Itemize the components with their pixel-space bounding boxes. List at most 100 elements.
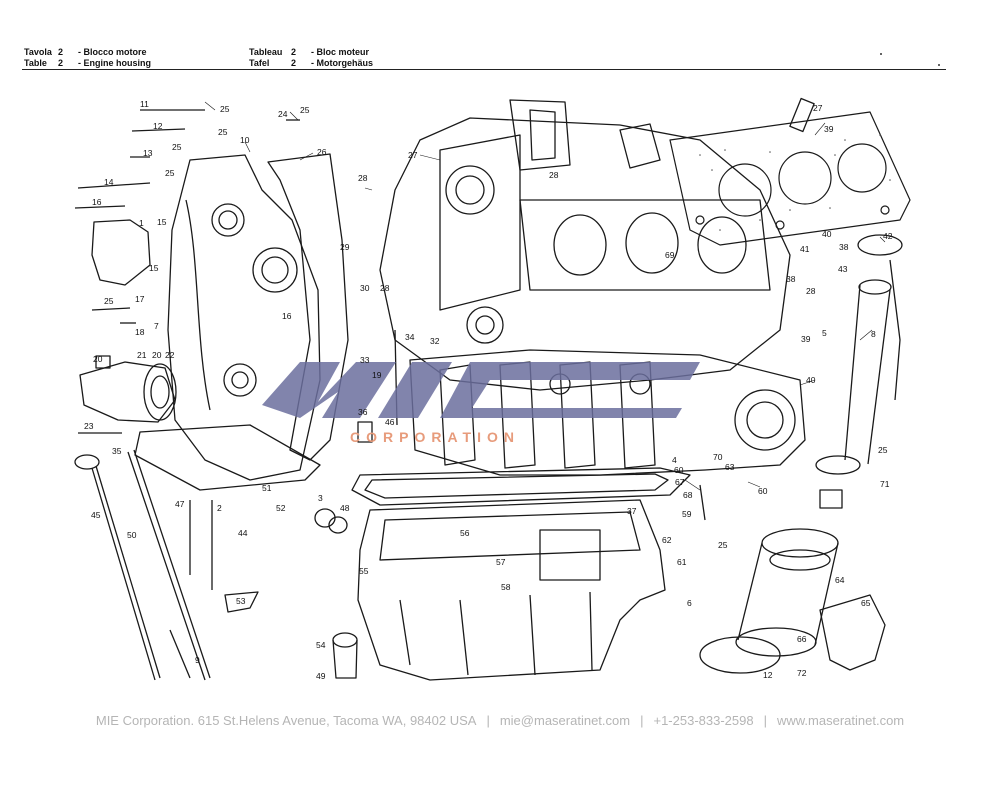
- callout-34: 34: [405, 332, 415, 342]
- callout-69: 69: [665, 250, 675, 260]
- callout-8: 8: [871, 329, 876, 339]
- scan-dot: [880, 53, 882, 55]
- gasket-texture: [699, 134, 891, 231]
- callout-11: 11: [140, 99, 149, 109]
- callout-25: 25: [172, 142, 182, 152]
- callout-57: 57: [496, 557, 506, 567]
- callout-66: 66: [797, 634, 807, 644]
- oil-pan: [357, 499, 666, 681]
- callout-4: 4: [672, 455, 677, 465]
- callout-68: 68: [683, 490, 693, 500]
- callout-45: 45: [91, 510, 101, 520]
- callout-21: 21: [137, 350, 147, 360]
- header-row-de: Tafel 2 - Motorgehäus: [249, 58, 373, 68]
- callout-37: 37: [627, 506, 637, 516]
- callout-28: 28: [380, 283, 390, 293]
- callout-44: 44: [238, 528, 248, 538]
- callout-51: 51: [262, 483, 272, 493]
- callout-64: 64: [835, 575, 845, 585]
- callout-70: 70: [713, 452, 723, 462]
- callout-48: 48: [340, 503, 350, 513]
- callout-60: 60: [758, 486, 768, 496]
- callout-40: 40: [806, 375, 816, 385]
- callout-25: 25: [104, 296, 114, 306]
- header-right: Tableau 2 - Bloc moteur Tafel 2 - Motorg…: [249, 47, 373, 69]
- callout-28: 28: [549, 170, 559, 180]
- callout-42: 42: [883, 231, 893, 241]
- callout-30: 30: [360, 283, 370, 293]
- callout-38: 38: [839, 242, 849, 252]
- bolt-head: [789, 97, 815, 133]
- footer-contact: MIE Corporation. 615 St.Helens Avenue, T…: [0, 713, 1000, 728]
- callout-40: 40: [822, 229, 832, 239]
- header-row-it: Tavola 2 - Blocco motore: [24, 47, 147, 57]
- callout-7: 7: [154, 321, 159, 331]
- cylinder-liner: [735, 528, 839, 657]
- callout-39: 39: [801, 334, 811, 344]
- header-row-en: Table 2 - Engine housing: [24, 58, 151, 68]
- callout-20: 20: [93, 354, 103, 364]
- exploded-engine-diagram: CORPORATION 1125122524251013252614252827…: [74, 97, 911, 681]
- footer-email[interactable]: mie@maseratinet.com: [499, 713, 631, 728]
- callout-62: 62: [662, 535, 672, 545]
- callout-63: 63: [725, 462, 735, 472]
- callout-17: 17: [135, 294, 145, 304]
- oil-pan-gasket: [351, 467, 691, 506]
- callout-54: 54: [316, 640, 326, 650]
- callout-27: 27: [408, 150, 418, 160]
- timing-cover: [167, 154, 321, 481]
- callout-47: 47: [175, 499, 185, 509]
- callout-12: 12: [153, 121, 163, 131]
- footer-separator: |: [486, 713, 490, 728]
- callout-28: 28: [806, 286, 816, 296]
- watermark-text: CORPORATION: [350, 429, 520, 445]
- callout-25: 25: [878, 445, 888, 455]
- footer-phone[interactable]: +1-253-833-2598: [653, 713, 754, 728]
- footer-website[interactable]: www.maseratinet.com: [776, 713, 905, 728]
- footer-separator: |: [763, 713, 767, 728]
- footer-address: MIE Corporation. 615 St.Helens Avenue, T…: [95, 713, 477, 728]
- callout-29: 29: [340, 242, 350, 252]
- callout-28: 28: [358, 173, 368, 183]
- seal: [328, 516, 348, 534]
- header-row-fr: Tableau 2 - Bloc moteur: [249, 47, 370, 57]
- callout-9: 9: [195, 655, 200, 665]
- dipstick: [74, 454, 161, 681]
- callout-59: 59: [682, 509, 692, 519]
- leader-lines: [204, 101, 886, 491]
- callout-25: 25: [165, 168, 175, 178]
- scan-dot: [938, 64, 940, 66]
- callout-16: 16: [282, 311, 292, 321]
- watermark-logo: [262, 362, 700, 418]
- liner-o-ring: [699, 636, 781, 674]
- callout-27: 27: [813, 103, 823, 113]
- stud: [699, 484, 706, 521]
- callout-10: 10: [240, 135, 250, 145]
- callout-53: 53: [236, 596, 246, 606]
- callout-5: 5: [822, 328, 827, 338]
- callout-25: 25: [220, 104, 230, 114]
- callout-13: 13: [143, 148, 153, 158]
- callout-39: 39: [824, 124, 834, 134]
- callout-25: 25: [218, 127, 228, 137]
- callout-15: 15: [149, 263, 159, 273]
- oil-pump-housing: [91, 219, 151, 286]
- clip: [224, 591, 259, 613]
- callout-60: 60: [674, 465, 684, 475]
- callout-36: 36: [358, 407, 368, 417]
- callout-20: 20: [152, 350, 162, 360]
- callout-50: 50: [127, 530, 137, 540]
- callout-19: 19: [372, 370, 382, 380]
- callout-25: 25: [718, 540, 728, 550]
- callout-43: 43: [838, 264, 848, 274]
- callout-71: 71: [880, 479, 890, 489]
- head-gasket: [669, 111, 911, 246]
- callout-24: 24: [278, 109, 288, 119]
- callout-22: 22: [165, 350, 175, 360]
- spacer: [357, 421, 373, 443]
- callout-15: 15: [157, 217, 167, 227]
- callout-12: 12: [763, 670, 773, 680]
- callout-55: 55: [359, 566, 369, 576]
- callout-32: 32: [430, 336, 440, 346]
